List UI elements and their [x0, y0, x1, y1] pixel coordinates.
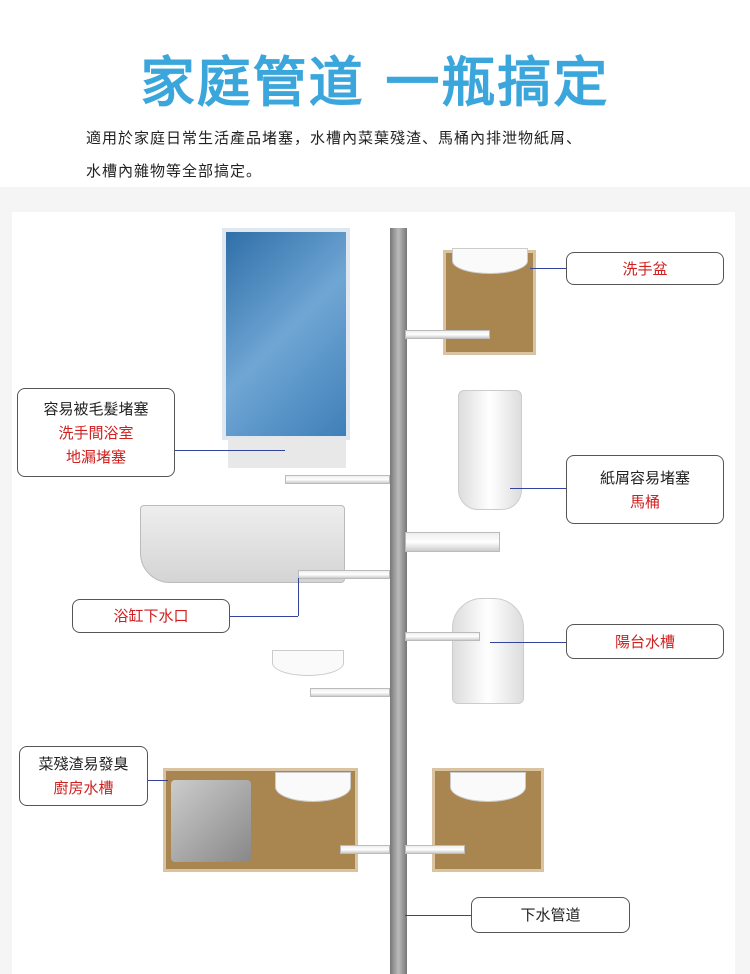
label-bathtub-text: 浴缸下水口 [113, 607, 189, 625]
label-bathroom-note: 容易被毛髮堵塞 [43, 399, 149, 418]
shower-base-illustration [228, 438, 346, 468]
diagram-panel [12, 212, 735, 974]
label-washbasin: 洗手盆 [566, 252, 724, 285]
pipe-balcony [405, 632, 480, 641]
main-sewer-pipe [390, 228, 407, 974]
pipe-bathtub [298, 570, 390, 579]
shower-glass-illustration [222, 228, 350, 440]
kitchen-sink-illustration [275, 772, 351, 802]
balcony-sink-illustration [452, 598, 524, 704]
connector-bathtub [230, 616, 298, 617]
connector-kitchen [148, 780, 168, 781]
connector-balcony [490, 642, 566, 643]
label-toilet-note: 紙屑容易堵塞 [599, 468, 690, 487]
label-washbasin-text: 洗手盆 [622, 259, 668, 278]
label-bathroom-line2: 地漏堵塞 [65, 447, 126, 466]
toilet-illustration [458, 390, 522, 510]
pipe-washbasin [405, 330, 490, 339]
connector-sewer [405, 915, 471, 916]
label-toilet-name: 馬桶 [629, 492, 660, 511]
pipe-toilet [405, 532, 500, 552]
connector-bathroom [175, 450, 285, 451]
page-title: 家庭管道 一瓶搞定 [140, 51, 610, 114]
label-bathroom-line1: 洗手間浴室 [58, 423, 134, 442]
small-basin-illustration [272, 650, 344, 676]
connector-toilet [510, 488, 566, 489]
label-sewer-text: 下水管道 [520, 906, 581, 924]
label-balcony: 陽台水槽 [566, 624, 724, 659]
pipe-right-sink [405, 845, 465, 854]
label-kitchen-name: 廚房水槽 [53, 779, 114, 797]
label-balcony-text: 陽台水槽 [614, 632, 675, 651]
label-bathroom: 容易被毛髮堵塞洗手間浴室地漏堵塞 [17, 388, 175, 477]
pipe-shower [285, 475, 390, 484]
connector-washbasin [530, 268, 566, 269]
label-kitchen-note: 菜殘渣易發臭 [38, 755, 129, 773]
dishwasher-illustration [171, 780, 251, 862]
right-sink-illustration [450, 772, 526, 802]
washbasin-illustration [452, 248, 528, 274]
description-line-1: 適用於家庭日常生活產品堵塞，水槽內菜葉殘渣、馬桶內排泄物紙屑、 [86, 129, 583, 147]
pipe-basin [310, 688, 390, 697]
description-line-2: 水槽內雜物等全部搞定。 [86, 162, 263, 180]
pipe-kitchen [340, 845, 390, 854]
connector-bathtub-v [298, 578, 299, 616]
label-bathtub: 浴缸下水口 [72, 599, 230, 633]
label-kitchen: 菜殘渣易發臭廚房水槽 [19, 746, 148, 806]
label-toilet: 紙屑容易堵塞馬桶 [566, 455, 724, 524]
label-sewer: 下水管道 [471, 897, 630, 933]
